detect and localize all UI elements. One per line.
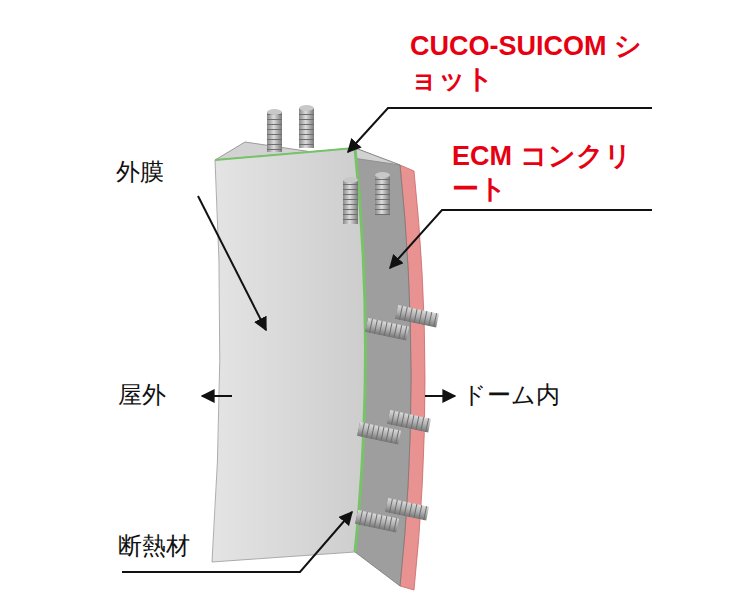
- insulation-top: [215, 148, 355, 160]
- membrane-face: [212, 148, 366, 562]
- insulation-label: 断熱材: [118, 532, 228, 561]
- leader-lines: [122, 108, 652, 572]
- indoor-label: ドーム内: [462, 381, 602, 410]
- rebar-side: [355, 305, 439, 532]
- membrane-label: 外膜: [116, 158, 206, 187]
- outdoor-label: 屋外: [118, 381, 198, 410]
- rebar-top: [267, 105, 390, 224]
- shot-label: CUCO-SUICOM ショット: [410, 30, 660, 96]
- concrete-label: ECM コンクリート: [452, 140, 642, 206]
